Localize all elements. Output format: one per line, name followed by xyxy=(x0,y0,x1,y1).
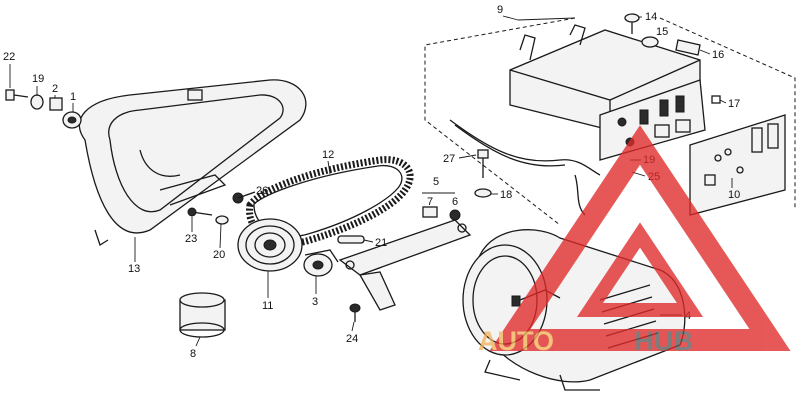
bolt-22 xyxy=(5,89,29,101)
callout-6: 6 xyxy=(452,196,458,208)
callout-22: 22 xyxy=(3,51,15,63)
screw-23 xyxy=(187,207,213,217)
watermark-inner-triangle-icon xyxy=(576,222,704,317)
bushing-8 xyxy=(179,292,226,338)
callout-16: 16 xyxy=(712,49,724,61)
watermark-text-auto: AUTO xyxy=(478,326,554,356)
bolt-27 xyxy=(477,149,489,178)
callout-14: 14 xyxy=(645,11,657,23)
clip-17 xyxy=(711,95,721,104)
control-box xyxy=(509,24,706,161)
washer-19 xyxy=(30,94,44,110)
callout-27: 27 xyxy=(443,153,455,165)
callout-23: 23 xyxy=(185,233,197,245)
bolt-14 xyxy=(624,13,640,34)
washer-20 xyxy=(215,215,229,225)
callout-11: 11 xyxy=(262,300,273,312)
callout-18: 18 xyxy=(500,189,512,201)
nut-6 xyxy=(449,209,461,221)
callout-26: 26 xyxy=(256,185,268,197)
watermark-text-hub: HUB xyxy=(635,326,694,356)
nut-1 xyxy=(62,111,82,129)
callout-15: 15 xyxy=(656,26,668,38)
panel-10 xyxy=(689,114,786,216)
support-bracket xyxy=(338,219,472,311)
callout-10: 10 xyxy=(728,189,740,201)
callout-5: 5 xyxy=(433,176,439,188)
callout-19a: 19 xyxy=(32,73,44,85)
leader-9 xyxy=(517,17,576,21)
watermark-text-moto: MOTO xyxy=(554,326,635,356)
screw-26 xyxy=(232,191,256,204)
wire-harness-3 xyxy=(574,174,586,216)
group-9-bracket-right xyxy=(659,17,796,210)
callout-24: 24 xyxy=(346,333,358,345)
callout-3: 3 xyxy=(312,296,318,308)
callout-8: 8 xyxy=(190,348,196,360)
callout-17: 17 xyxy=(728,98,740,110)
wire-harness xyxy=(449,119,601,176)
watermark: AUTOMOTOHUB xyxy=(478,125,791,356)
collar-2 xyxy=(49,97,63,111)
callout-2: 2 xyxy=(52,83,58,95)
bolt-24 xyxy=(349,303,361,322)
callout-7: 7 xyxy=(427,196,433,208)
callout-21: 21 xyxy=(375,237,387,249)
callout-9: 9 xyxy=(497,4,503,16)
cover-13 xyxy=(78,79,307,246)
grommet-15 xyxy=(641,36,659,48)
watermark-triangle-icon xyxy=(489,125,791,351)
tensioner-3 xyxy=(303,249,339,277)
svg-text:AUTOMOTOHUB: AUTOMOTOHUB xyxy=(478,326,693,356)
callouts: 22 19 2 1 9 14 15 16 17 27 19 25 12 5 7 … xyxy=(3,4,740,360)
group-9-bracket xyxy=(424,17,576,226)
clamp-7 xyxy=(422,206,438,218)
pulley-11 xyxy=(237,218,303,272)
wire-harness-2 xyxy=(454,124,566,167)
pin-21 xyxy=(337,235,365,244)
callout-1: 1 xyxy=(70,91,76,103)
callout-20: 20 xyxy=(213,249,225,261)
washer-18 xyxy=(474,188,492,198)
plate-16 xyxy=(675,39,701,56)
callout-13: 13 xyxy=(128,263,140,275)
callout-12: 12 xyxy=(322,149,334,161)
